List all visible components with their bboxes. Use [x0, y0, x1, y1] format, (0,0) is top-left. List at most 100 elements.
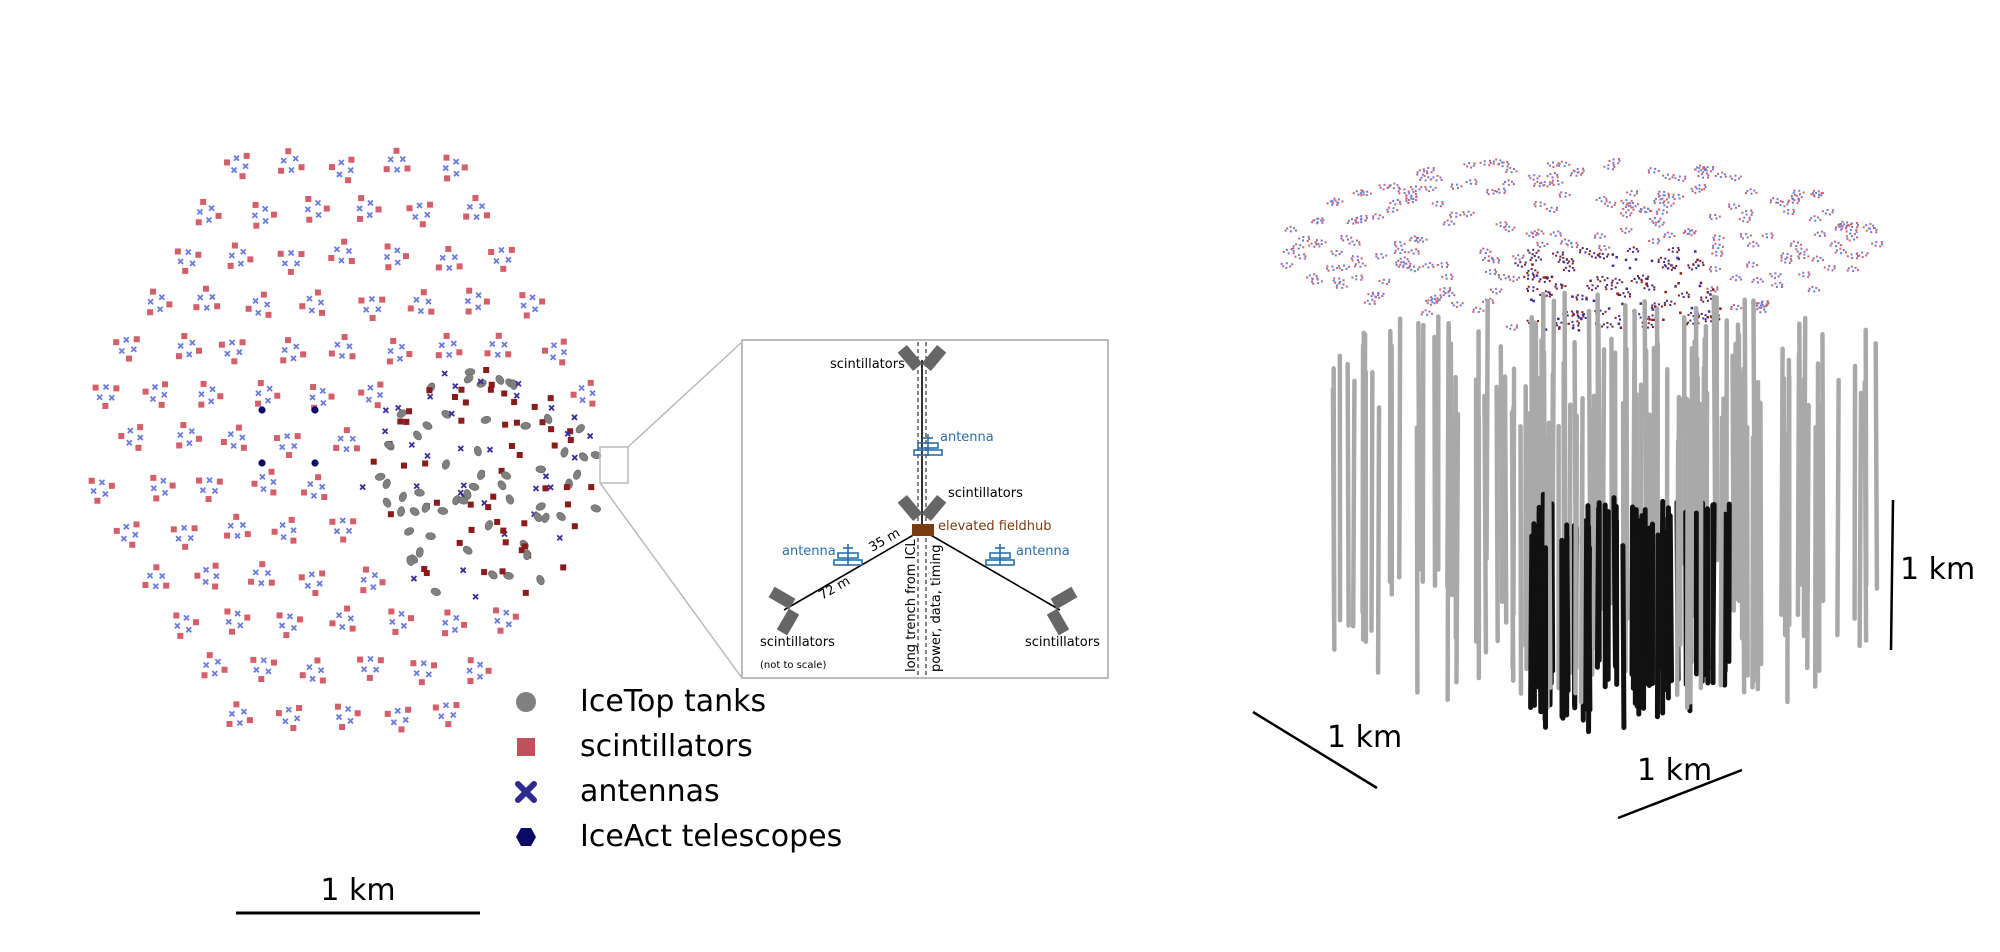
icetop-tank-marker	[406, 555, 415, 566]
antenna-marker	[262, 217, 269, 225]
antenna-marker	[416, 202, 423, 209]
scintillator-marker	[1416, 173, 1419, 176]
scintillator-marker	[358, 297, 365, 304]
scintillator-marker	[1502, 187, 1505, 190]
antenna-marker	[1503, 273, 1506, 276]
antenna-marker	[239, 521, 246, 529]
scintillator-marker	[1603, 235, 1606, 238]
antenna-marker	[498, 246, 505, 254]
station-marker	[1690, 306, 1694, 310]
scintillator-marker	[1580, 173, 1583, 176]
scintillator-marker	[333, 444, 340, 451]
antenna-marker	[1701, 261, 1704, 264]
antenna-marker	[1657, 258, 1660, 261]
scintillator-marker	[1833, 240, 1836, 243]
antenna-marker	[1331, 199, 1334, 202]
scintillator-marker	[1776, 201, 1779, 204]
scintillator-marker	[170, 526, 177, 533]
antenna-marker	[1770, 275, 1773, 278]
surface-station-3d	[1415, 236, 1428, 244]
antenna-marker	[1628, 247, 1631, 250]
deepcore-string	[1630, 529, 1638, 691]
scintillator-marker	[370, 458, 377, 465]
surface-station-3d	[1442, 290, 1456, 297]
icetop-tank-marker	[414, 488, 425, 497]
surface-station	[201, 652, 228, 679]
vertical-scalebar	[1889, 499, 1895, 651]
antenna-marker	[1517, 254, 1520, 257]
scintillator-marker	[1576, 320, 1579, 323]
scintillator-marker	[1855, 228, 1858, 231]
icetop-tank-marker	[422, 421, 433, 430]
antenna-marker	[1851, 235, 1854, 238]
in-ice-string	[1795, 351, 1802, 618]
scintillator-marker	[1338, 282, 1341, 285]
scintillator-marker	[92, 384, 99, 391]
antenna-marker	[1700, 298, 1703, 301]
surface-station-3d	[1533, 180, 1546, 188]
scintillator-marker	[1333, 277, 1336, 280]
scintillator-marker	[1875, 231, 1878, 234]
antenna-marker	[1695, 187, 1698, 190]
scintillator-marker	[1460, 185, 1463, 188]
scintillator-marker	[153, 495, 160, 502]
scintillator-marker	[513, 419, 520, 426]
surface-station	[442, 609, 468, 637]
scintillator-marker	[223, 159, 230, 166]
antenna-marker	[1445, 277, 1448, 280]
station-marker	[1711, 288, 1715, 291]
antenna-marker	[1598, 196, 1601, 199]
antenna-marker	[1497, 188, 1500, 191]
antenna-marker	[1811, 192, 1814, 195]
scintillator-marker	[220, 439, 227, 446]
scintillator-marker	[1441, 200, 1444, 203]
antenna-marker	[259, 473, 266, 481]
scintillator-marker	[133, 521, 140, 528]
scintillator-marker	[1542, 276, 1545, 279]
scintillator-marker	[169, 482, 176, 489]
scintillator-marker	[195, 219, 202, 226]
scintillator-marker	[1724, 175, 1727, 178]
antenna-marker	[266, 385, 273, 392]
antenna-marker	[265, 668, 272, 675]
antenna-marker	[1561, 240, 1564, 243]
surface-station-3d	[1579, 247, 1592, 254]
antenna-marker	[1331, 265, 1334, 268]
scintillator-marker	[1607, 253, 1610, 256]
scintillator-marker	[435, 352, 442, 359]
antenna-marker	[90, 487, 97, 495]
antenna-marker	[1868, 227, 1871, 230]
scintillator-marker	[1315, 239, 1318, 242]
station-layout-inset: scintillators scintillators scintillator…	[741, 339, 1109, 679]
station-marker	[1532, 299, 1535, 303]
antenna-marker	[1399, 252, 1402, 255]
antenna-marker	[1786, 253, 1789, 256]
scintillator-marker	[1388, 184, 1391, 187]
antenna-marker	[493, 257, 500, 265]
antenna-marker	[1392, 187, 1395, 190]
scintillator-marker	[1430, 178, 1433, 181]
antenna-marker	[1304, 255, 1307, 258]
surface-station	[226, 701, 253, 727]
antenna-element	[833, 559, 863, 566]
scintillator-marker	[1556, 176, 1559, 179]
station-marker	[1679, 272, 1683, 275]
station-marker	[1579, 317, 1583, 320]
antenna-marker	[1611, 279, 1614, 282]
antenna-marker	[1535, 251, 1538, 254]
surface-station-3d	[1526, 285, 1539, 293]
scintillator-marker	[442, 630, 449, 637]
surface-station-3d	[1348, 239, 1361, 246]
scintillator-marker	[406, 205, 413, 212]
antenna-marker	[1746, 263, 1749, 266]
scintillator-marker	[1694, 185, 1697, 188]
scintillator-marker	[1796, 202, 1799, 205]
surface-station-3d	[1397, 256, 1410, 263]
scintillator-marker	[1740, 233, 1743, 236]
antenna-marker	[1402, 260, 1405, 263]
in-ice-string	[1718, 415, 1725, 688]
scintillator-marker	[1382, 216, 1385, 219]
scintillator-marker	[1439, 205, 1442, 208]
scintillator-marker	[1326, 202, 1329, 205]
surface-station-3d	[1821, 209, 1835, 216]
